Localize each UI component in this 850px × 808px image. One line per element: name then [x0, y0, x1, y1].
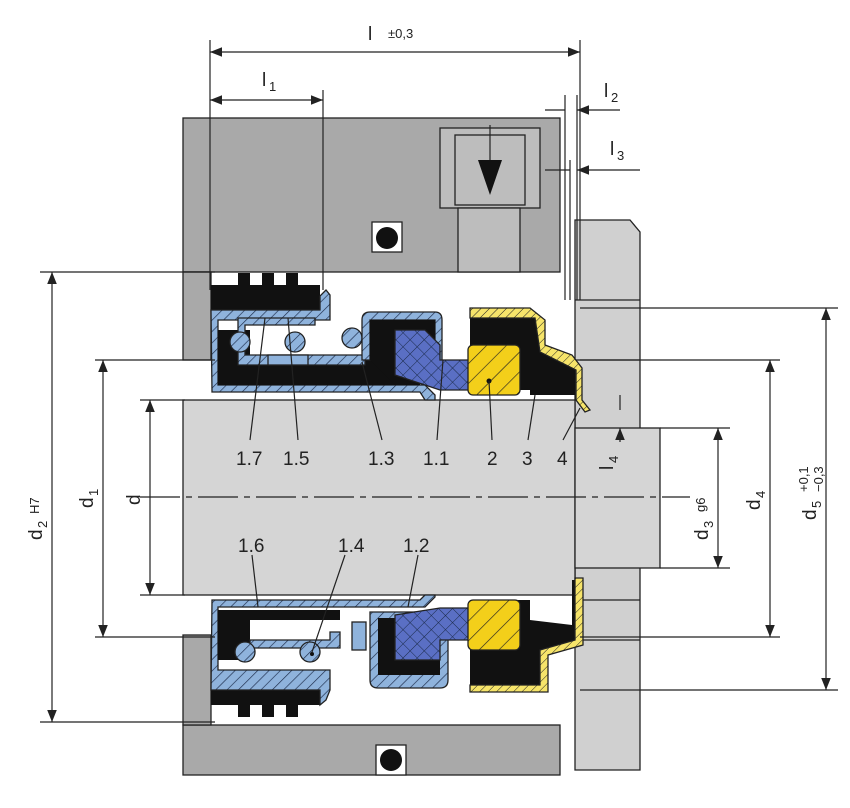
dimension-labels: l ±0,3 l 1 l 2 l 3 l 4 d 2 H7 d 1 d d 3 …	[26, 24, 826, 540]
dim-l: l	[368, 24, 372, 45]
part-label: 2	[487, 449, 498, 470]
dim-d2-sub: 2	[35, 521, 50, 528]
shaft	[140, 399, 690, 596]
dim-d4: d	[744, 499, 765, 510]
dim-d1-sub: 1	[86, 489, 101, 496]
dim-d3-tolerance: g6	[693, 498, 708, 512]
housing	[182, 117, 641, 776]
dim-d2: d	[26, 529, 47, 540]
dim-d: d	[124, 494, 145, 505]
part-label: 3	[522, 449, 533, 470]
part-label: 4	[557, 449, 568, 470]
seal-bottom	[210, 577, 584, 717]
dim-l1: l	[262, 70, 266, 91]
dim-d3-sub: 3	[701, 521, 716, 528]
o-ring-housing-bottom	[380, 749, 402, 771]
dim-d5-sub: 5	[809, 501, 824, 508]
dim-l-tolerance: ±0,3	[388, 26, 413, 41]
leader-lines	[249, 317, 581, 653]
part-label: 1.7	[236, 449, 262, 470]
seat	[467, 344, 521, 396]
part-labels: 1.7 1.5 1.3 1.1 2 3 4 1.6 1.4 1.2	[236, 449, 568, 557]
seal-top	[210, 273, 592, 413]
part-label: 1.4	[338, 536, 365, 557]
dim-d4-sub: 4	[753, 491, 768, 498]
dim-l2-sub: 2	[611, 90, 618, 105]
dim-d5-tol-lower: −0,3	[811, 466, 826, 492]
dim-d5: d	[800, 509, 821, 520]
dim-l3: l	[610, 139, 614, 160]
dim-l2: l	[604, 81, 608, 102]
dim-l4: l	[597, 466, 618, 470]
dim-l1-sub: 1	[269, 79, 276, 94]
part-label: 1.2	[403, 536, 429, 557]
dim-d2-tolerance: H7	[27, 497, 42, 514]
part-label: 1.1	[423, 449, 449, 470]
part-label: 1.6	[238, 536, 264, 557]
o-ring-housing	[376, 227, 398, 249]
part-label: 1.3	[368, 449, 394, 470]
dimension-lines	[40, 40, 838, 723]
dim-l3-sub: 3	[617, 148, 624, 163]
dim-d1: d	[77, 497, 98, 508]
dim-d3: d	[692, 529, 713, 540]
dim-l4-sub: 4	[606, 456, 621, 463]
part-label: 1.5	[283, 449, 309, 470]
dim-d5-tol-upper: +0,1	[796, 466, 811, 492]
flow-arrow-icon	[478, 160, 502, 195]
